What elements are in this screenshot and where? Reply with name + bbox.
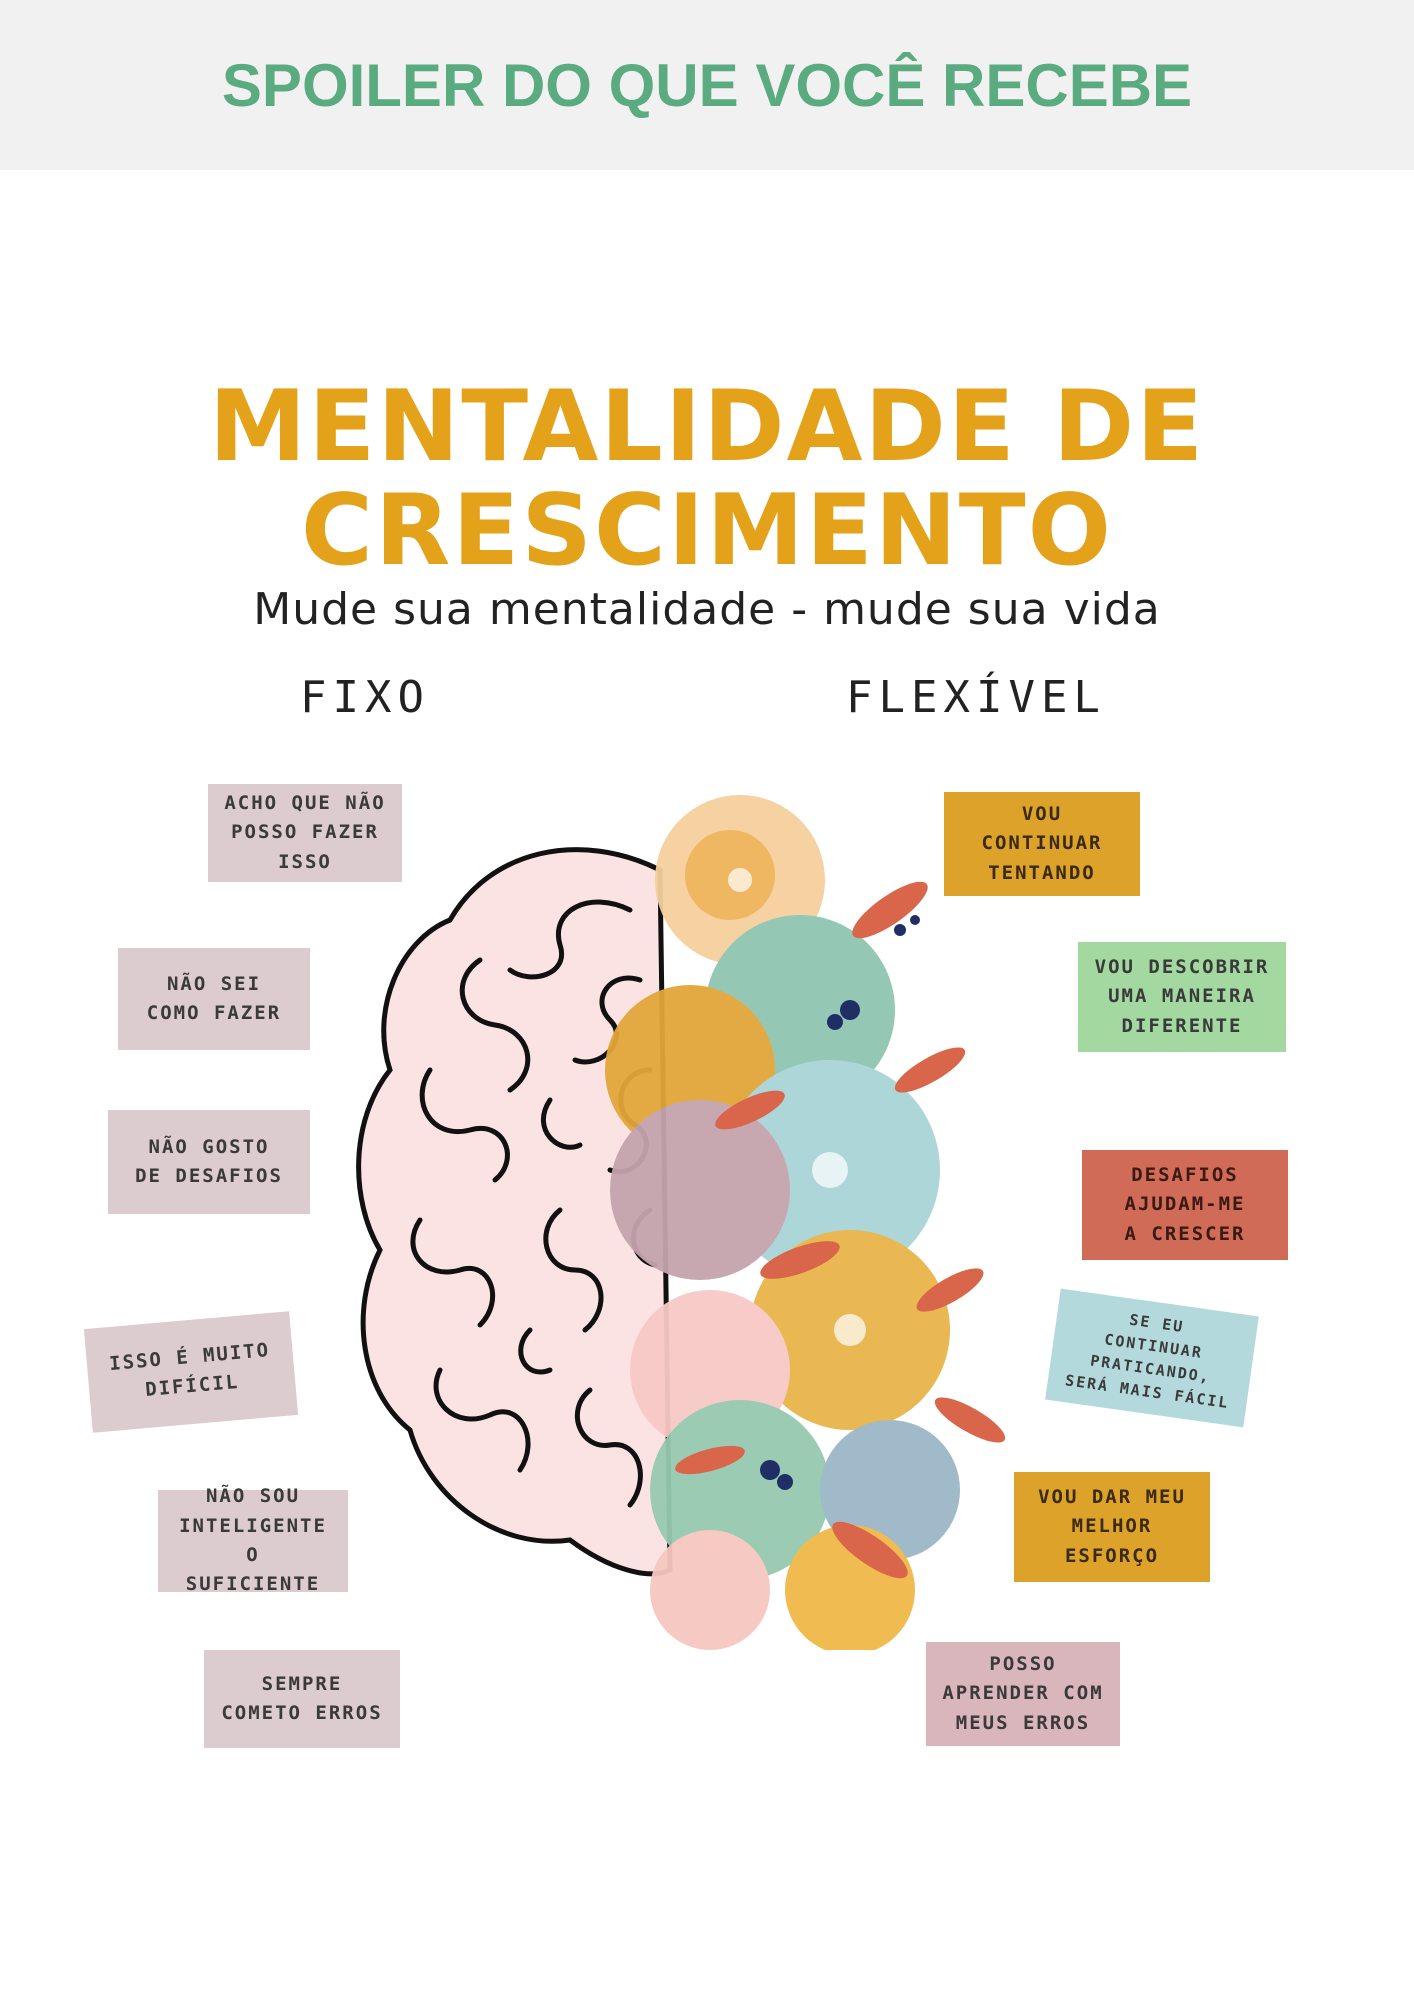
fixed-statement-6: SEMPRE COMETO ERROS: [204, 1650, 400, 1748]
flexible-statement-4: SE EU CONTINUAR PRATICANDO, SERÁ MAIS FÁ…: [1045, 1288, 1259, 1428]
flexible-statement-1: VOU CONTINUAR TENTANDO: [944, 792, 1140, 896]
flexible-statement-2: VOU DESCOBRIR UMA MANEIRA DIFERENTE: [1078, 942, 1286, 1052]
poster-subtitle: Mude sua mentalidade - mude sua vida: [253, 584, 1161, 635]
fixed-statement-1: ACHO QUE NÃO POSSO FAZER ISSO: [208, 784, 402, 882]
fixed-statement-2: NÃO SEI COMO FAZER: [118, 948, 310, 1050]
fixed-heading: FIXO: [300, 672, 430, 723]
flexible-heading: FLEXÍVEL: [846, 672, 1106, 723]
fixed-statement-4: ISSO É MUITO DIFÍCIL: [83, 1311, 299, 1433]
fixed-statement-5: NÃO SOU INTELIGENTE O SUFICIENTE: [158, 1485, 348, 1595]
flexible-statement-6: POSSO APRENDER COM MEUS ERROS: [926, 1642, 1120, 1746]
brain-with-flowers-icon: [356, 795, 1006, 1650]
poster-title-line2: CRESCIMENTO: [301, 474, 1113, 588]
flexible-statement-5: VOU DAR MEU MELHOR ESFORÇO: [1014, 1472, 1210, 1582]
flexible-statement-3: DESAFIOS AJUDAM-ME A CRESCER: [1082, 1150, 1288, 1260]
banner-title: SPOILER DO QUE VOCÊ RECEBE: [221, 51, 1193, 119]
poster-title-line1: MENTALIDADE DE: [208, 370, 1206, 484]
fixed-statement-3: NÃO GOSTO DE DESAFIOS: [108, 1110, 310, 1214]
top-banner: SPOILER DO QUE VOCÊ RECEBE: [0, 0, 1414, 170]
